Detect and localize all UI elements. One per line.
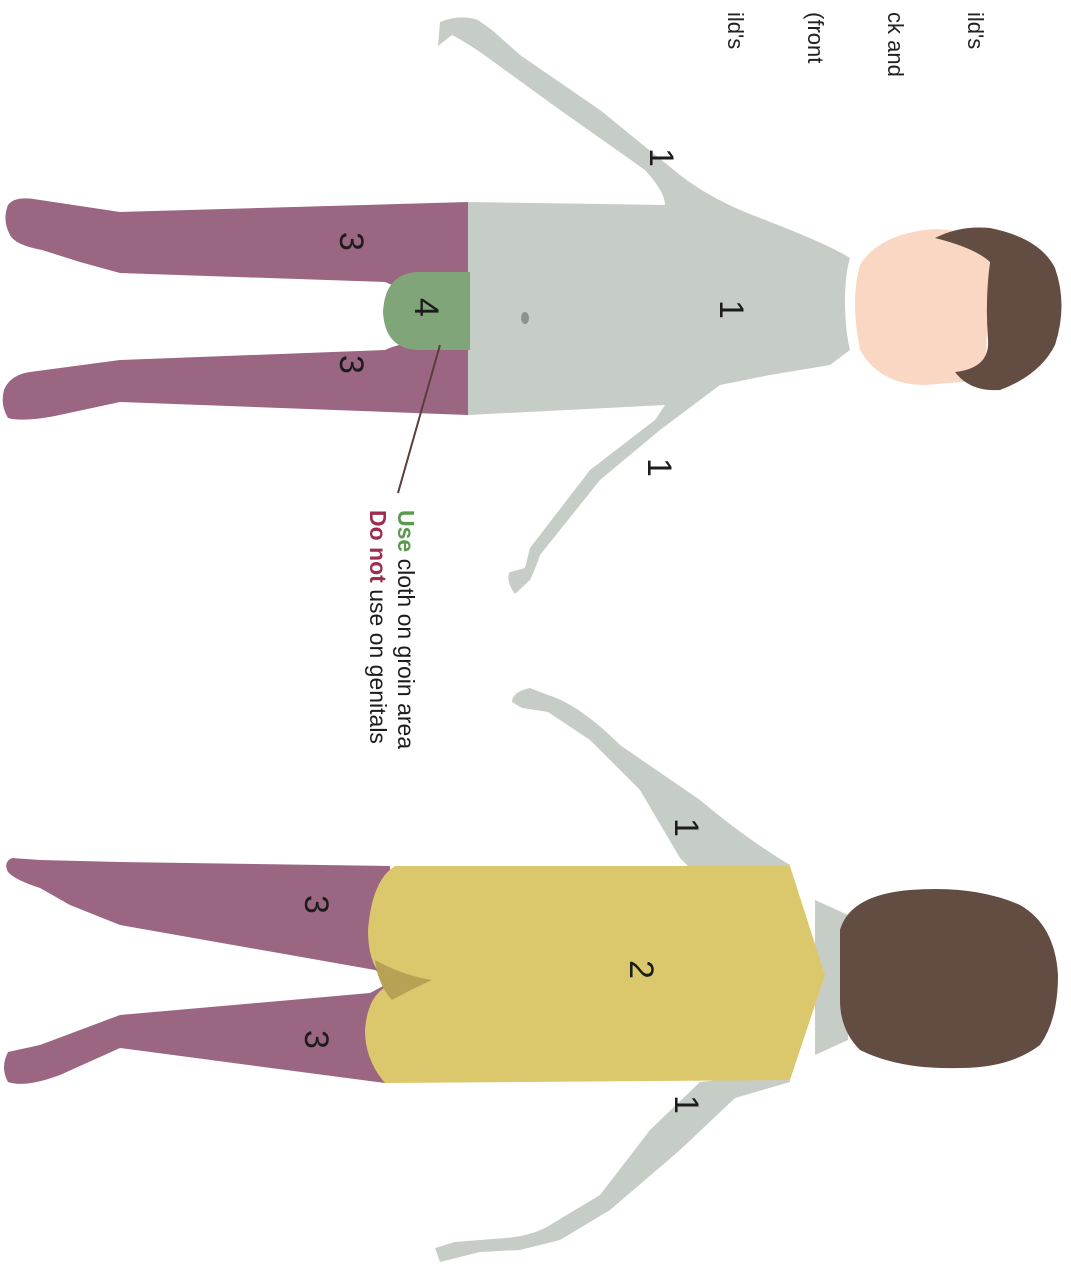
zone-label-front-chest: 1: [712, 300, 750, 319]
cut-text-4: ild's: [723, 12, 748, 49]
zone-label-back-leg-top: 3: [297, 895, 335, 914]
zone-label-front-leg-bottom: 3: [332, 355, 370, 374]
front-leg-lower: [3, 342, 468, 420]
cut-text-2: ck and: [883, 12, 908, 77]
callout-donot-rest: use on genitals: [365, 583, 391, 744]
callout-use-line: Use cloth on groin area: [393, 510, 419, 749]
cut-text-1: ild's: [963, 12, 988, 49]
cut-text-3: (front: [803, 12, 828, 63]
back-torso-zone: [365, 866, 825, 1083]
zone-label-back-torso: 2: [622, 960, 660, 979]
back-arms-lower: [435, 1072, 790, 1262]
zone-label-front-arm-bottom: 1: [640, 458, 678, 477]
callout-donot-emph: Do not: [365, 510, 391, 583]
back-hair: [840, 889, 1058, 1068]
zone-label-front-groin: 4: [407, 298, 445, 317]
zone-label-front-arm-top: 1: [642, 148, 680, 167]
zone-label-back-leg-bottom: 3: [297, 1030, 335, 1049]
back-leg-upper: [6, 858, 390, 980]
back-figure: [4, 688, 1058, 1262]
callout-use-rest: cloth on groin area: [393, 552, 419, 749]
front-face: [855, 229, 990, 385]
navel: [521, 312, 529, 324]
back-arms: [512, 688, 790, 885]
zone-label-front-leg-top: 3: [332, 232, 370, 251]
zone-label-back-arm-bottom: 1: [667, 1095, 705, 1114]
front-torso-arms: [438, 17, 850, 594]
callout-donot-line: Do not use on genitals: [365, 510, 391, 744]
cut-instruction-text: ild's ck and (front ild's: [723, 12, 988, 77]
callout-use-emph: Use: [393, 510, 419, 552]
zone-label-back-arm-top: 1: [667, 818, 705, 837]
front-figure: [3, 17, 1062, 594]
